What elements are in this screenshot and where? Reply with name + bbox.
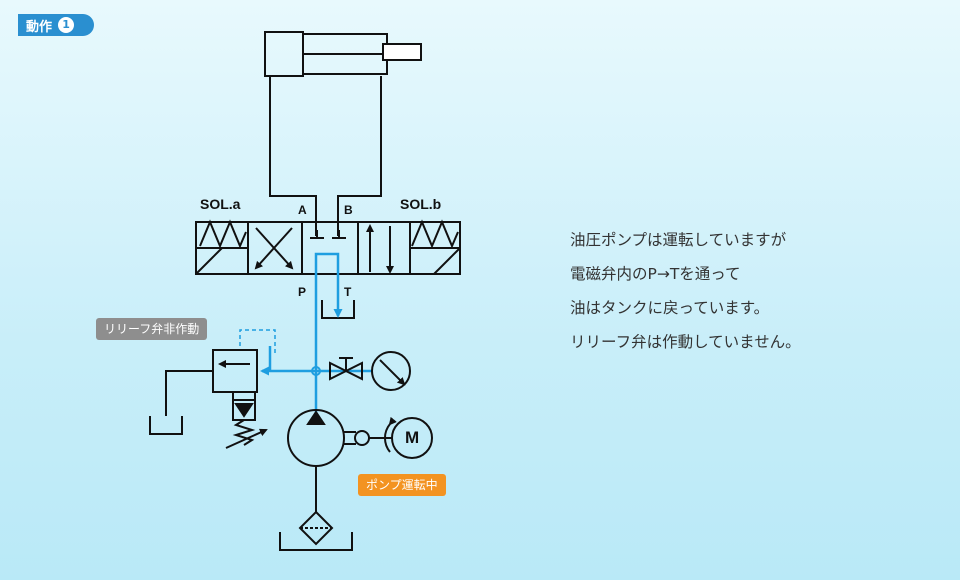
description-text: 油圧ポンプは運転していますが 電磁弁内のP→Tを通って 油はタンクに戻っています…	[570, 228, 930, 364]
pump-running-tag: ポンプ運転中	[358, 474, 446, 496]
junction-dot	[311, 366, 321, 376]
oil-flow-path	[260, 252, 372, 420]
sol-a-label: SOL.a	[200, 196, 241, 212]
port-p-label: P	[298, 285, 307, 299]
port-a-label: A	[298, 203, 307, 217]
relief-valve	[149, 349, 268, 449]
description-line: 油圧ポンプは運転していますが	[570, 231, 787, 249]
step-number: 1	[58, 17, 75, 33]
motor-label: M	[405, 428, 420, 447]
pressure-gauge	[371, 351, 411, 391]
step-label: 動作	[26, 19, 53, 35]
cylinder-lines	[269, 76, 382, 236]
description-line: 油はタンクに戻っています。	[570, 299, 770, 317]
description-line: リリーフ弁は作動していません。	[570, 333, 801, 351]
relief-inactive-tag: リリーフ弁非作動	[96, 318, 208, 340]
port-t-label: T	[344, 285, 352, 299]
port-b-label: B	[344, 203, 353, 217]
suction-filter	[279, 510, 353, 551]
tank-port-line	[321, 300, 355, 319]
relief-pilot-line	[239, 329, 276, 356]
sol-b-label: SOL.b	[400, 196, 442, 212]
hydraulic-pump	[287, 409, 433, 512]
solenoid-valve	[195, 219, 461, 275]
step-badge: 動作 1	[18, 14, 94, 36]
stop-valve	[329, 357, 363, 381]
description-line: 電磁弁内のP→Tを通って	[570, 265, 741, 283]
hydraulic-cylinder	[264, 31, 422, 77]
